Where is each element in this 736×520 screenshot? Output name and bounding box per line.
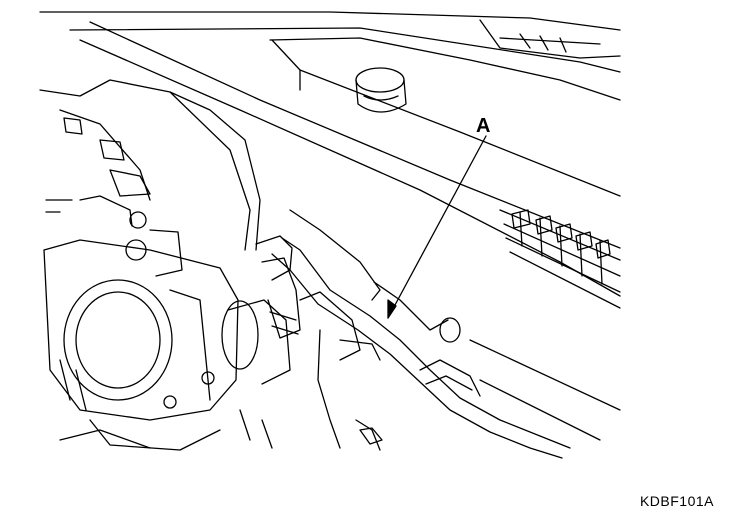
throttle-hose: [239, 235, 301, 449]
vent-grille: [499, 209, 621, 309]
reservoir-cap: [355, 67, 407, 113]
figure-code: KDBF101A: [639, 493, 714, 509]
callout-label-a: A: [476, 115, 491, 137]
cowl-panel: [39, 11, 621, 297]
lower-frame: [59, 339, 621, 449]
intake-manifold: [39, 79, 261, 277]
coolant-hose: [271, 209, 571, 459]
throttle-body: [43, 239, 291, 451]
callout-arrow: [387, 135, 487, 319]
